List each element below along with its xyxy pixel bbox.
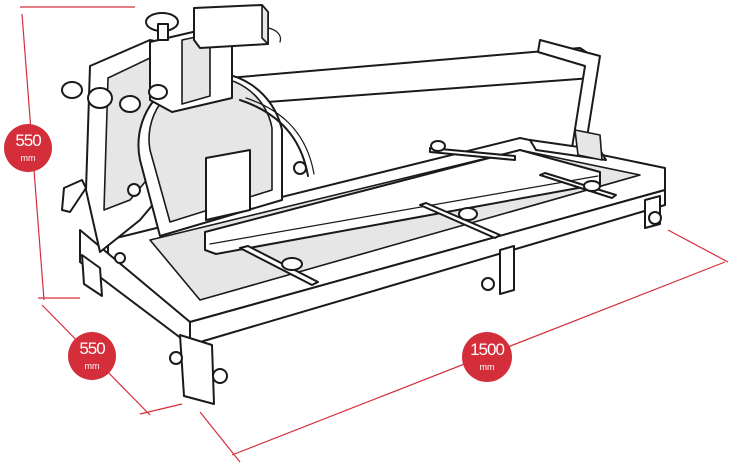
foot-knob-1 (212, 368, 228, 384)
water-hose (239, 99, 309, 177)
hose-nozzle (293, 161, 307, 175)
leg-front-right (499, 245, 515, 295)
carriage-edge (209, 175, 599, 245)
foot-knob-2 (169, 351, 183, 365)
angle-stop-block (574, 129, 603, 161)
depth-dimension-value: 550 (79, 339, 105, 358)
foot-knob-4 (648, 211, 662, 225)
tile-saw-illustration (61, 4, 666, 405)
depth-dim-end-extension (139, 403, 183, 415)
height-badge-circle (4, 124, 52, 172)
ruler-back (429, 147, 516, 161)
length-dimension-unit: mm (480, 362, 495, 372)
ruler-center (419, 202, 501, 239)
length-badge-circle (462, 332, 512, 382)
leg-front-left (179, 334, 215, 405)
fence-knob-right (583, 180, 601, 192)
depth-dimension-badge: 550 mm (68, 332, 116, 380)
length-dim-start-extension (199, 411, 241, 463)
guard-bolt (127, 183, 141, 197)
depth-badge-circle (68, 332, 116, 380)
motor-cap-stem (157, 23, 169, 41)
height-knob (87, 87, 113, 109)
tilt-knob (61, 81, 83, 99)
fence-knob-center (458, 207, 478, 221)
switch-box-side (261, 4, 269, 45)
fence-knob-back (430, 140, 446, 152)
height-dimension-value: 550 (15, 131, 41, 150)
length-dim-end-extension (667, 229, 729, 263)
depth-dimension-unit: mm (85, 361, 100, 371)
length-dimension-badge: 1500 mm (462, 332, 512, 382)
ruler-left (239, 245, 319, 286)
fence-knob-left (281, 257, 303, 271)
lock-knob (119, 95, 141, 113)
guide-rail (227, 47, 599, 105)
base-bolt (114, 252, 126, 264)
leg-back-left (81, 254, 103, 297)
length-dimension-value: 1500 (470, 340, 504, 359)
side-lever (61, 179, 87, 213)
water-hose-edge (245, 97, 315, 175)
foot-knob-3 (481, 277, 495, 291)
switch-box (193, 4, 269, 49)
power-cable (267, 27, 282, 43)
blade-cover (205, 149, 251, 221)
shaft-knob (148, 84, 168, 100)
height-dimension-unit: mm (21, 153, 36, 163)
height-dimension-badge: 550 mm (4, 124, 52, 172)
